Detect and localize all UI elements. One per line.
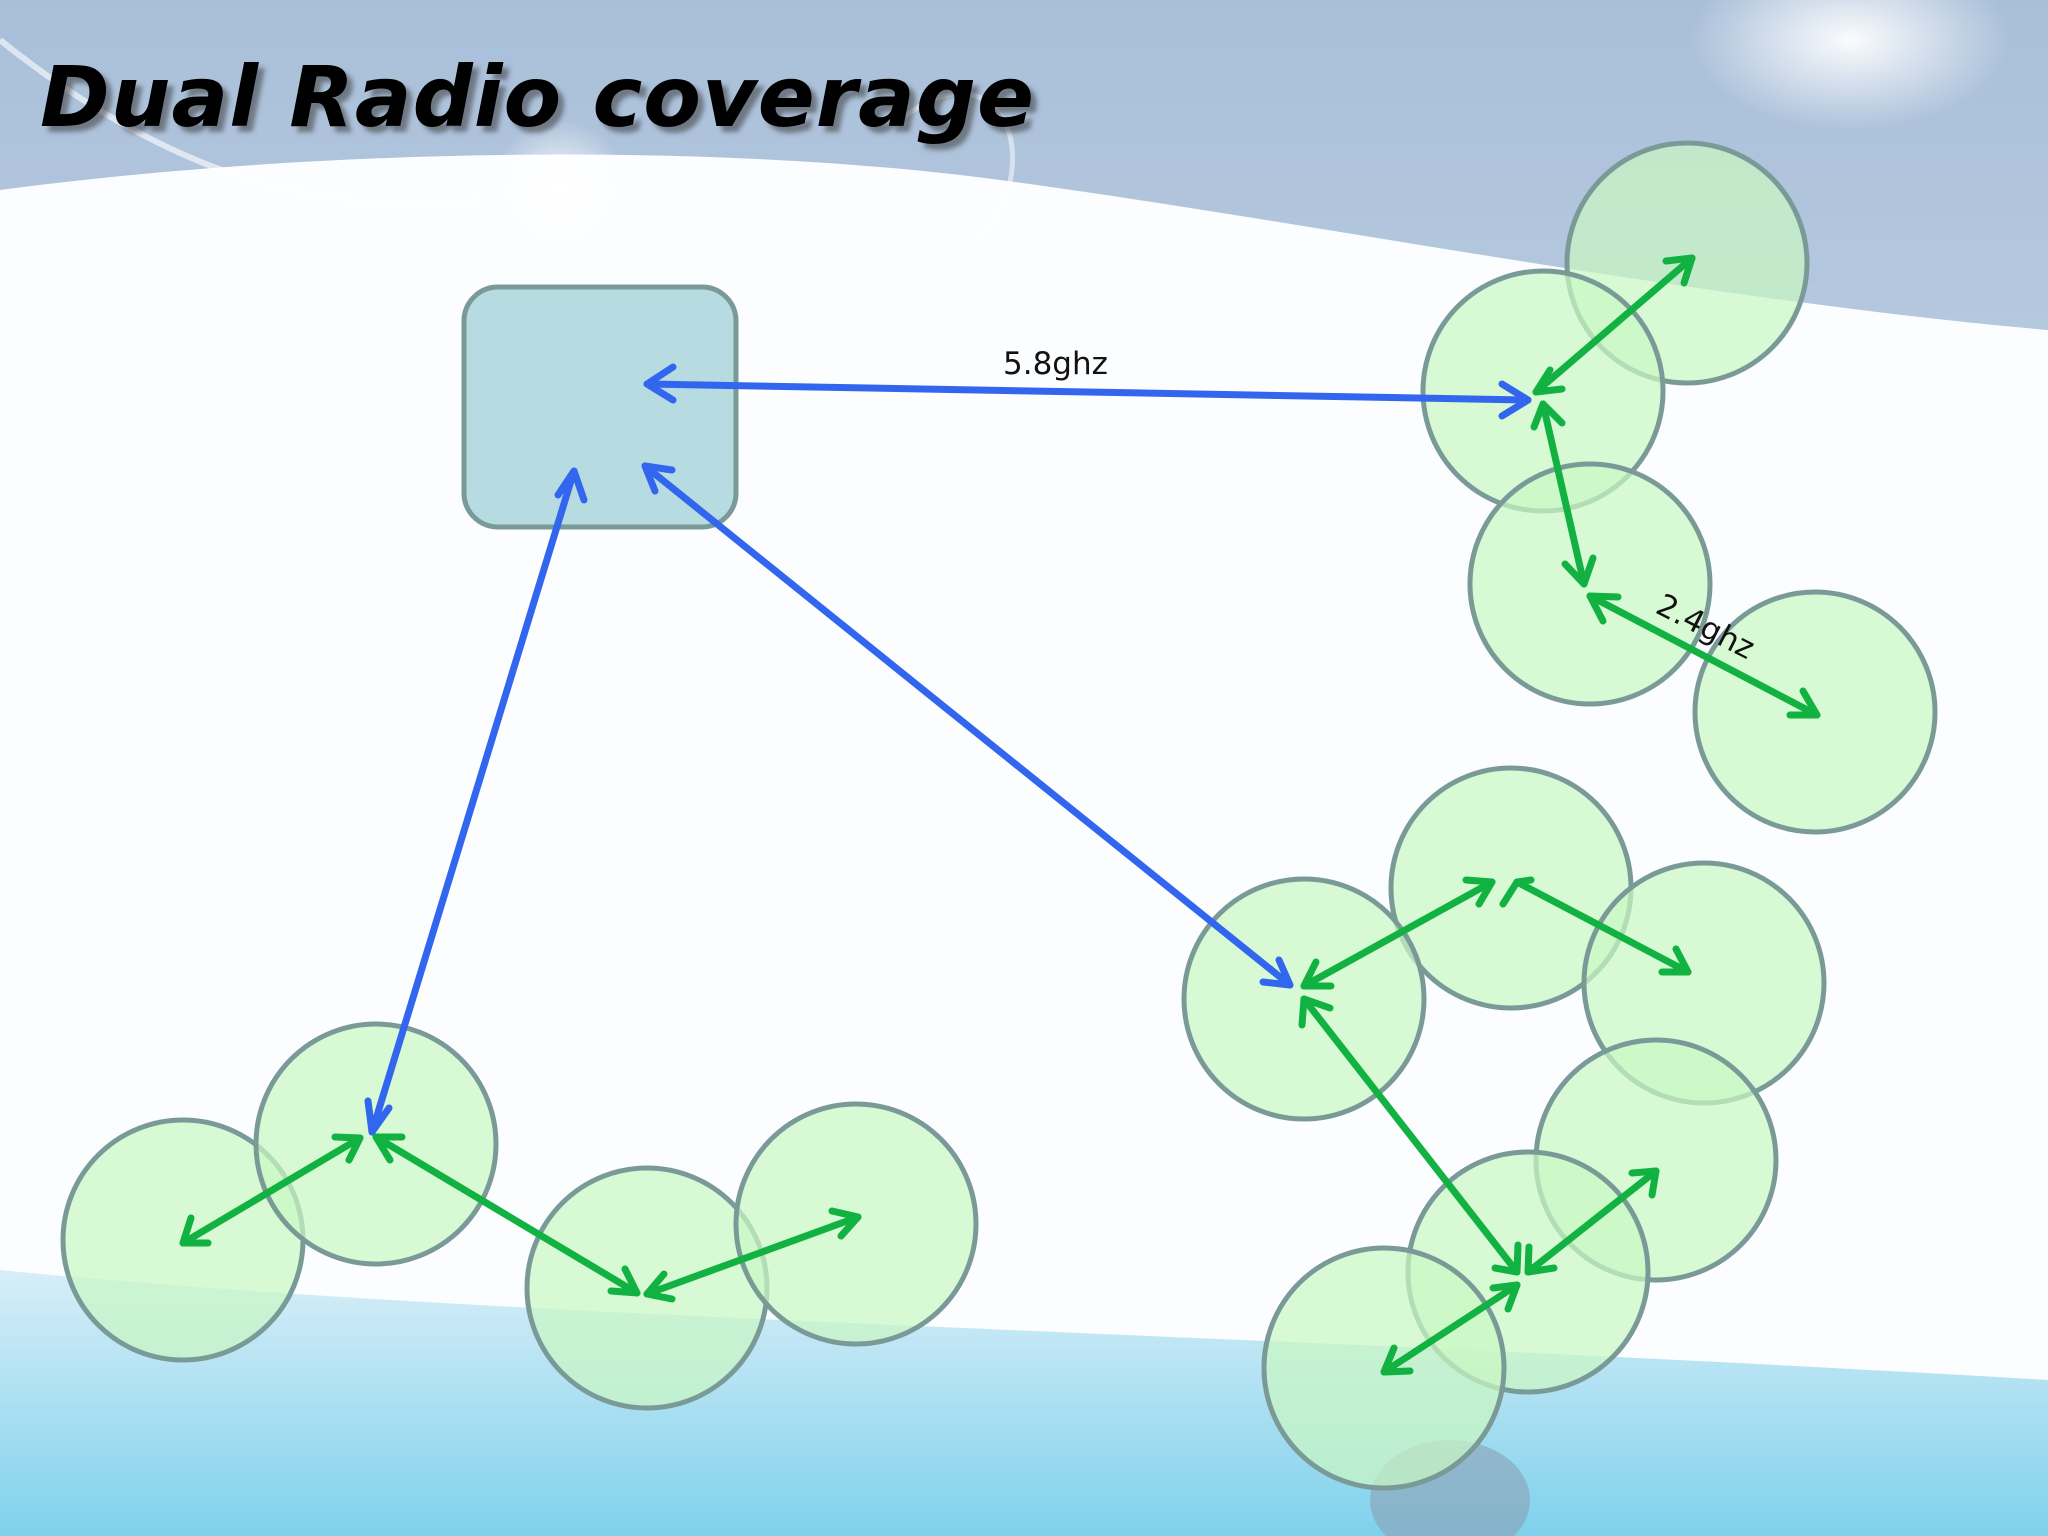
link-hub-bottomleft xyxy=(364,467,588,1136)
coverage-node xyxy=(253,1021,499,1267)
coverage-node xyxy=(524,1165,770,1411)
mesh-links xyxy=(179,254,1821,1376)
label-5-8ghz: 5.8ghz xyxy=(1003,346,1108,382)
coverage-node xyxy=(1467,461,1713,707)
hub-node xyxy=(461,284,739,530)
link-hub-bottomright xyxy=(641,462,1294,989)
link-hub-topright xyxy=(643,363,1532,420)
backhaul-links xyxy=(364,363,1532,1136)
slide-title: Dual Radio coverage xyxy=(40,48,1035,146)
coverage-nodes xyxy=(60,140,1938,1491)
